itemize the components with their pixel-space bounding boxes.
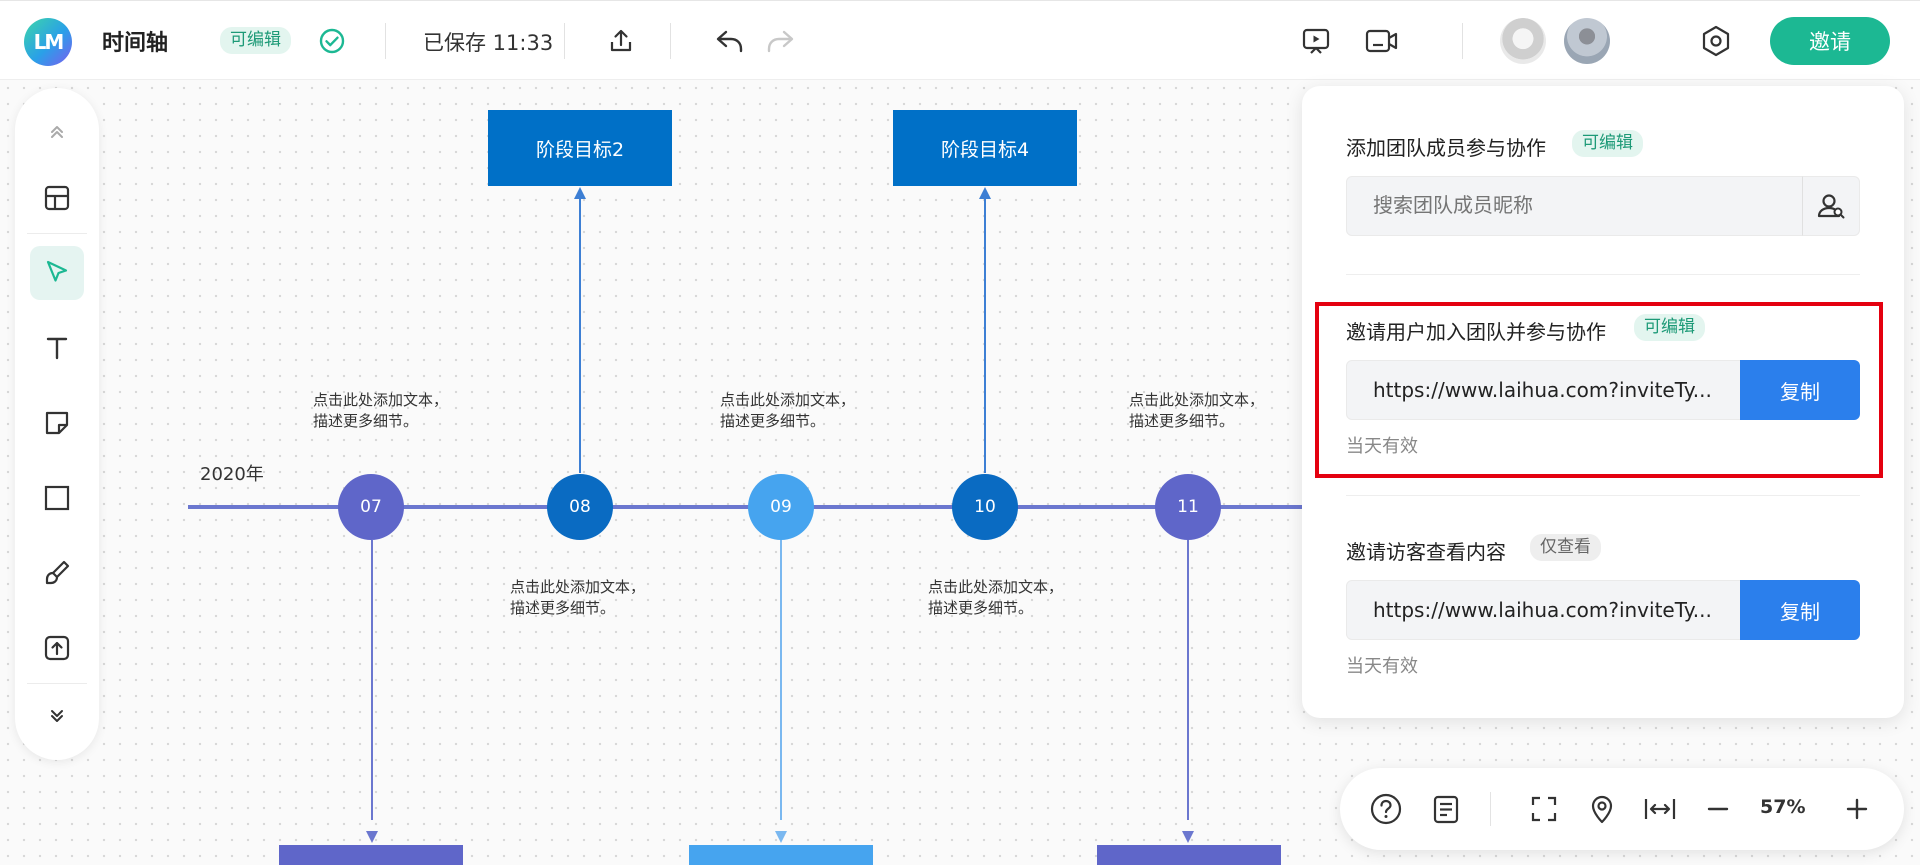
edit-permission-badge: 可编辑 [1572, 130, 1643, 157]
edit-permission-badge: 可编辑 [220, 27, 291, 54]
upload-icon[interactable] [30, 621, 84, 675]
timeline-node[interactable]: 08 [547, 474, 613, 540]
text-note[interactable]: 点击此处添加文本， 描述更多细节。 [928, 578, 1064, 617]
copy-invite-user-link-button[interactable]: 复制 [1740, 360, 1860, 420]
zoom-out-icon[interactable] [1700, 791, 1736, 827]
share-panel: 添加团队成员参与协作 可编辑 邀请用户加入团队并参与协作 可编辑 https:/… [1302, 86, 1904, 718]
text-note[interactable]: 点击此处添加文本， 描述更多细节。 [510, 578, 646, 617]
text-note[interactable]: 点击此处添加文本， 描述更多细节。 [1129, 391, 1265, 430]
avatar[interactable] [1500, 18, 1546, 64]
invite-guest-title: 邀请访客查看内容 [1346, 540, 1506, 564]
top-bar: LM 时间轴 可编辑 已保存 11:33 邀请 [0, 0, 1920, 80]
app-logo[interactable]: LM [24, 18, 72, 66]
timeline-node[interactable]: 09 [748, 474, 814, 540]
member-search-input[interactable] [1346, 176, 1804, 236]
whiteboard-canvas[interactable]: 2020年 阶段目标2 阶段目标4 07 08 09 10 11 点击此处添加文… [0, 80, 1310, 865]
arrow-head [979, 187, 991, 199]
arrow-head [574, 187, 586, 199]
layout-icon[interactable] [30, 171, 84, 225]
bottom-goal-box[interactable] [279, 845, 463, 865]
link-validity-text: 当天有效 [1346, 436, 1418, 457]
user-search-icon[interactable] [1802, 176, 1860, 236]
invite-button[interactable]: 邀请 [1770, 17, 1890, 65]
year-label[interactable]: 2020年 [200, 464, 264, 485]
invite-user-link-field[interactable]: https://www.laihua.com?inviteTy... [1346, 360, 1744, 420]
timeline-node[interactable]: 10 [952, 474, 1018, 540]
copy-invite-guest-link-button[interactable]: 复制 [1740, 580, 1860, 640]
zoom-level[interactable]: 57% [1760, 796, 1806, 818]
text-note[interactable]: 点击此处添加文本， 描述更多细节。 [313, 391, 449, 430]
fullscreen-icon[interactable] [1526, 791, 1562, 827]
text-note[interactable]: 点击此处添加文本， 描述更多细节。 [720, 391, 856, 430]
invite-user-title: 邀请用户加入团队并参与协作 [1346, 320, 1606, 344]
presentation-icon[interactable] [1298, 23, 1334, 59]
expand-down-icon[interactable] [30, 690, 84, 744]
bottom-goal-box[interactable] [1097, 845, 1281, 865]
left-toolbar [15, 88, 99, 760]
avatar[interactable] [1564, 18, 1610, 64]
zoom-in-icon[interactable] [1839, 791, 1875, 827]
timeline-node[interactable]: 07 [338, 474, 404, 540]
sticky-note-icon[interactable] [30, 396, 84, 450]
bottom-goal-box[interactable] [689, 845, 873, 865]
location-icon[interactable] [1584, 791, 1620, 827]
divider [564, 23, 565, 59]
connector-line [1187, 540, 1189, 820]
connector-line [371, 540, 373, 820]
divider [27, 233, 87, 234]
divider [1490, 792, 1491, 826]
divider [1346, 495, 1860, 496]
zoom-toolbar: 57% [1340, 768, 1904, 850]
divider [670, 23, 671, 59]
invite-guest-link-field[interactable]: https://www.laihua.com?inviteTy... [1346, 580, 1744, 640]
edit-permission-badge: 可编辑 [1634, 314, 1705, 341]
notes-icon[interactable] [1428, 791, 1464, 827]
text-tool-icon[interactable] [30, 321, 84, 375]
divider [27, 683, 87, 684]
connector-line [780, 540, 782, 820]
arrow-head [1182, 831, 1194, 843]
view-only-badge: 仅查看 [1530, 534, 1601, 561]
doc-title[interactable]: 时间轴 [102, 31, 169, 56]
connector-line [579, 198, 581, 473]
divider [1462, 23, 1463, 59]
divider [385, 23, 386, 59]
pen-brush-icon[interactable] [30, 546, 84, 600]
rectangle-shape-icon[interactable] [30, 471, 84, 525]
arrow-head [775, 831, 787, 843]
link-validity-text: 当天有效 [1346, 656, 1418, 677]
highlight-annotation-box [1315, 302, 1883, 478]
help-icon[interactable] [1368, 791, 1404, 827]
select-pointer-icon[interactable] [30, 246, 84, 300]
fit-width-icon[interactable] [1642, 791, 1678, 827]
arrow-head [366, 831, 378, 843]
goal-box[interactable]: 阶段目标4 [893, 110, 1077, 186]
add-member-title: 添加团队成员参与协作 [1346, 136, 1546, 160]
goal-box[interactable]: 阶段目标2 [488, 110, 672, 186]
connector-line [984, 198, 986, 473]
timeline-node[interactable]: 11 [1155, 474, 1221, 540]
export-icon[interactable] [603, 23, 639, 59]
check-circle-icon [318, 27, 346, 55]
redo-icon[interactable] [762, 23, 798, 59]
collapse-up-icon[interactable] [30, 104, 84, 158]
settings-icon[interactable] [1698, 23, 1734, 59]
undo-icon[interactable] [712, 23, 748, 59]
saved-status: 已保存 11:33 [423, 31, 554, 55]
video-icon[interactable] [1364, 23, 1400, 59]
divider [1346, 274, 1860, 275]
